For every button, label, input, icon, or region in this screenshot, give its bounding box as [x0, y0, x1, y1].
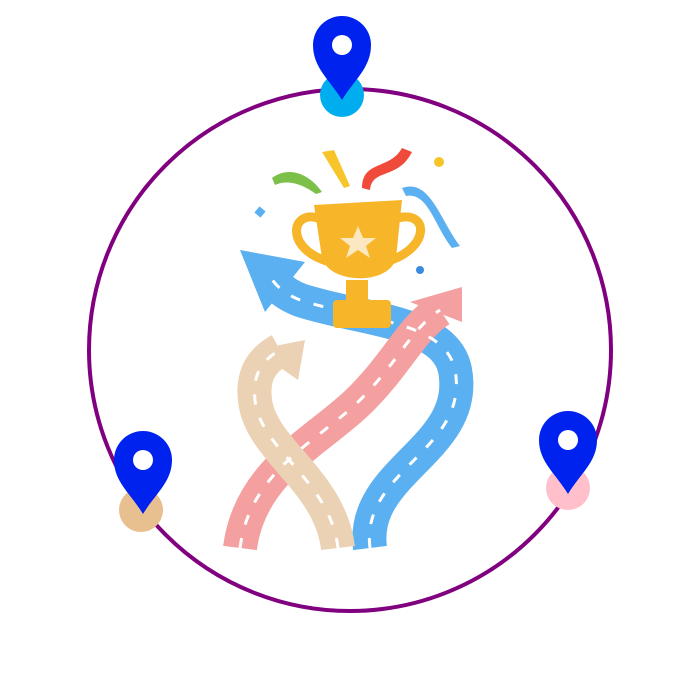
right-marker[interactable] [539, 411, 597, 510]
central-illustration [223, 148, 474, 551]
confetti [254, 148, 460, 274]
left-marker[interactable] [114, 431, 172, 532]
beige-road-arrow-icon [255, 340, 305, 380]
top-marker[interactable] [313, 16, 371, 117]
pink-road [223, 295, 450, 551]
star-icon [340, 226, 376, 258]
map-pin-icon [313, 16, 371, 100]
trophy-icon [292, 200, 426, 328]
pink-road-arrow-icon [410, 287, 462, 322]
map-pin-icon [539, 411, 597, 494]
map-pin-icon [114, 431, 172, 514]
